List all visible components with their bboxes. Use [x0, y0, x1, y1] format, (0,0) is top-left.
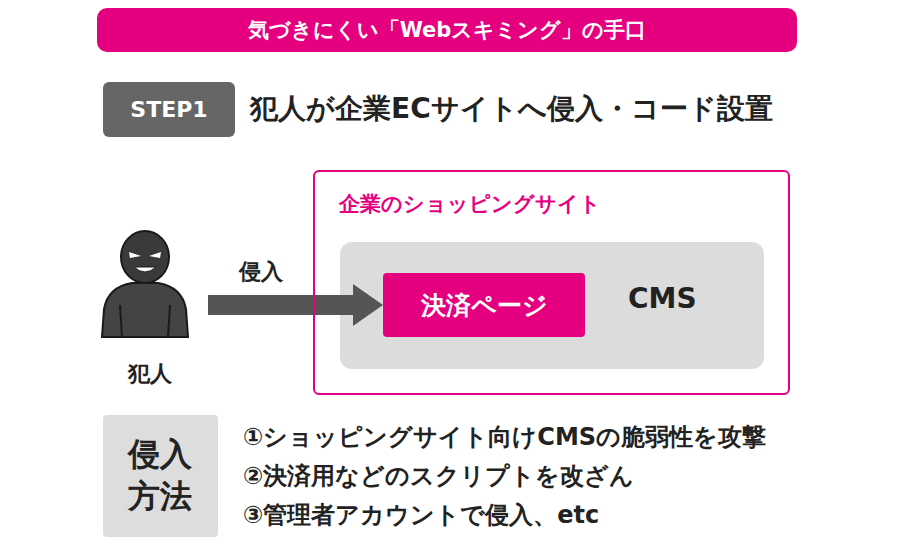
connector-arrow [208, 284, 383, 326]
connector-label: 侵入 [237, 257, 285, 287]
criminal-eye [129, 252, 141, 258]
node-text: 犯人 [92, 359, 208, 389]
node-text: 決済ページ [421, 289, 548, 322]
step-badge: STEP1 [103, 82, 235, 137]
node-text: 侵入 方法 [122, 434, 199, 517]
arrow-head [353, 284, 383, 326]
criminal-illustration [92, 225, 198, 340]
payment-page-box: 決済ページ [383, 273, 585, 337]
method-box: 侵入 方法 [103, 415, 218, 537]
node-text: 企業のショッピングサイト [339, 190, 601, 218]
area-fill [340, 242, 764, 369]
title-bar: 気づきにくい「Webスキミング」の手口 [97, 8, 797, 52]
criminal-arm [168, 305, 170, 337]
arrow-shaft [208, 295, 353, 315]
node-text: STEP1 [130, 97, 207, 122]
title-text: 気づきにくい「Webスキミング」の手口 [248, 16, 647, 44]
criminal-mouth [134, 267, 156, 272]
criminal-eye [149, 252, 161, 258]
node-text: CMS [628, 282, 697, 315]
criminal-head [121, 231, 169, 283]
method-item: ③管理者アカウントで侵入、etc [243, 499, 599, 531]
step-heading: 犯人が企業ECサイトへ侵入・コード設置 [250, 90, 773, 128]
criminal-arm [120, 305, 122, 337]
criminal-figure: 犯人 [92, 225, 208, 395]
criminal-body [102, 283, 188, 337]
cms-area: CMS 決済ページ [340, 242, 764, 369]
method-item: ①ショッピングサイト向けCMSの脆弱性を攻撃 [243, 421, 766, 453]
method-item: ②決済用などのスクリプトを改ざん [243, 460, 634, 492]
site-frame: 企業のショッピングサイト CMS 決済ページ [313, 170, 790, 395]
